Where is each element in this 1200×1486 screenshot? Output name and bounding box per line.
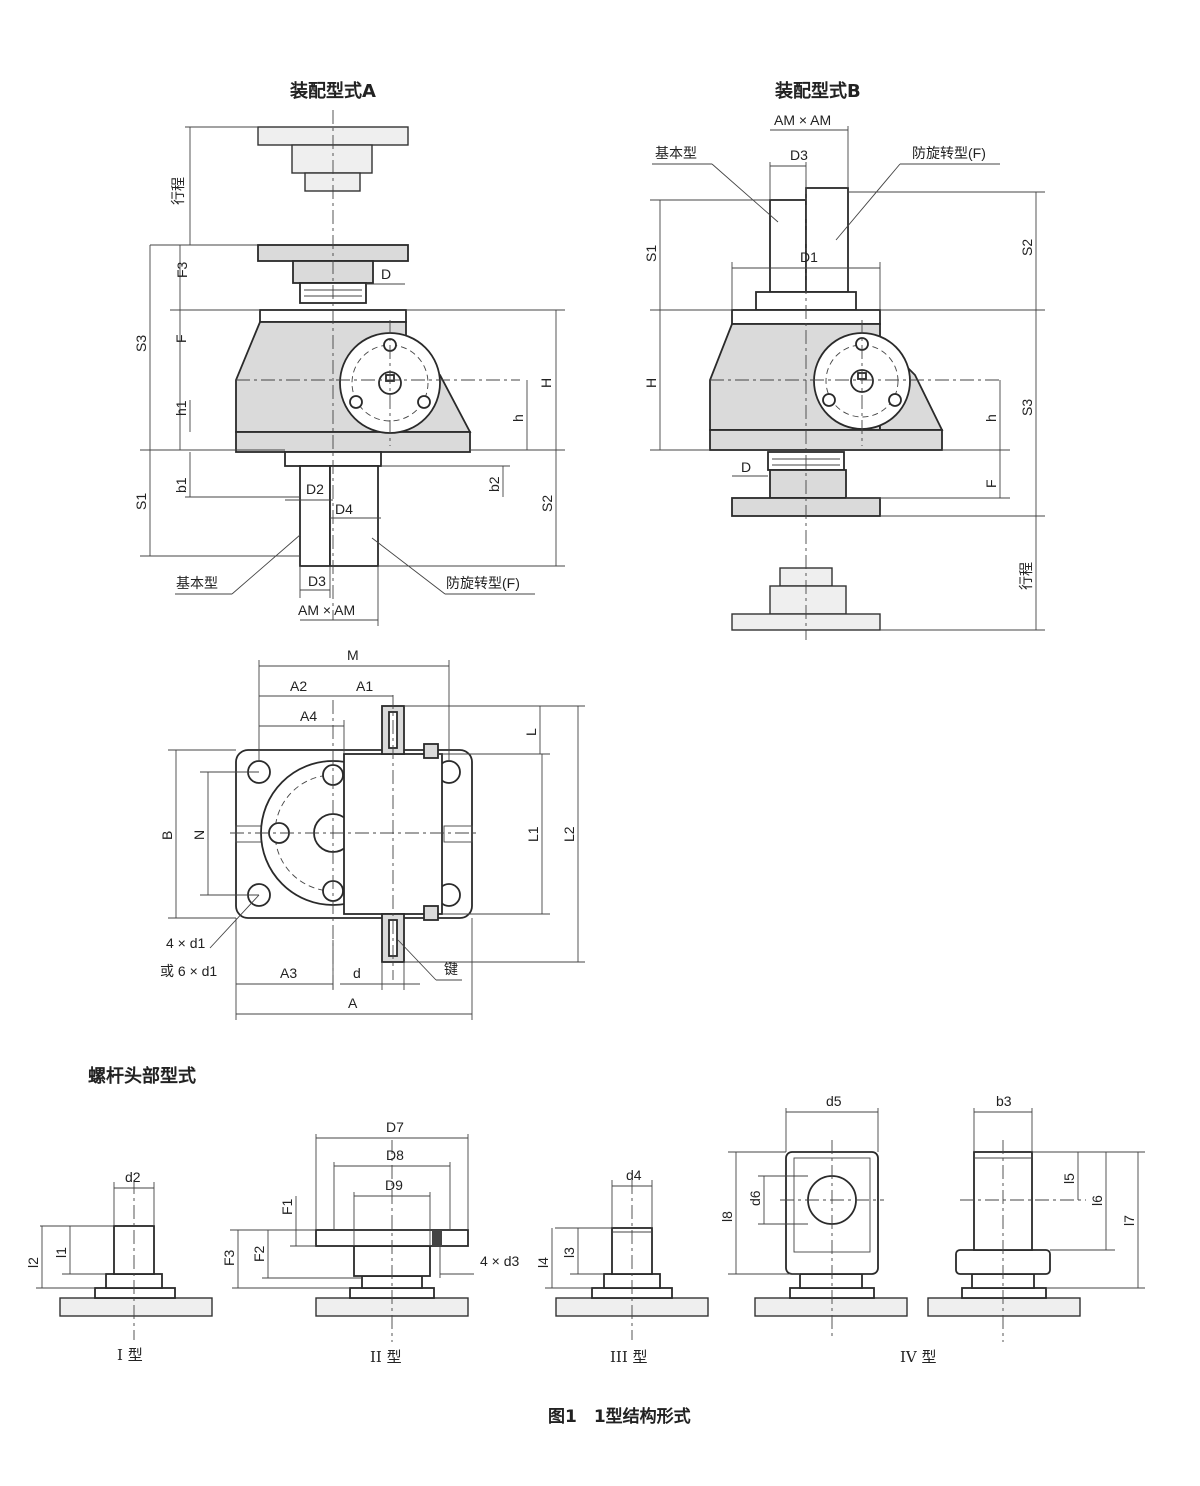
label-D8: D8 xyxy=(386,1147,404,1163)
label-l4: l4 xyxy=(535,1257,551,1268)
label-b1-a: b1 xyxy=(173,477,189,493)
label-l8: l8 xyxy=(719,1211,735,1222)
label-d2: d2 xyxy=(125,1169,141,1185)
anti-rotation-tube-b xyxy=(805,187,849,293)
label-L1: L1 xyxy=(525,826,541,842)
label-h-b: h xyxy=(983,414,999,422)
label-D4-a: D4 xyxy=(335,501,353,517)
head-type-4b: b3 l5 l6 l7 xyxy=(927,1093,1145,1342)
label-S3-b: S3 xyxy=(1019,399,1035,416)
label-F1: F1 xyxy=(279,1198,295,1215)
label-stroke-a: 行程 xyxy=(170,177,186,205)
label-type1: I 型 xyxy=(117,1346,143,1364)
label-F2: F2 xyxy=(251,1245,267,1262)
heading-screw-head-types: 螺杆头部型式 xyxy=(88,1065,196,1087)
plan-view: M A2 A1 A4 B N L L1 L2 A A3 xyxy=(159,647,585,1020)
assembly-a-view: 行程 F3 xyxy=(133,110,565,626)
label-S3-a: S3 xyxy=(133,335,149,352)
label-AMxAM-b: AM × AM xyxy=(774,112,831,128)
label-S2-b: S2 xyxy=(1019,239,1035,256)
ghost-top-neck xyxy=(291,144,373,174)
label-F3-a: F3 xyxy=(174,261,190,278)
head-type-2: D7 D8 D9 F1 F2 F3 4 × d3 II 型 xyxy=(221,1119,520,1366)
label-L2: L2 xyxy=(561,826,577,842)
label-basic-b: 基本型 xyxy=(655,145,697,161)
ghost-bottom-neck xyxy=(769,585,847,615)
label-anti-rotation-b: 防旋转型(F) xyxy=(912,145,986,161)
label-l6: l6 xyxy=(1089,1195,1105,1206)
label-d5: d5 xyxy=(826,1093,842,1109)
title-assembly-a: 装配型式A xyxy=(290,80,376,102)
label-b3: b3 xyxy=(996,1093,1012,1109)
label-F-b: F xyxy=(983,479,999,488)
label-d: d xyxy=(353,965,361,981)
label-holes-4xd1: 4 × d1 xyxy=(166,935,206,951)
label-D3-a: D3 xyxy=(308,573,326,589)
label-anti-rotation-a: 防旋转型(F) xyxy=(446,575,520,591)
label-l1: l1 xyxy=(53,1247,69,1258)
head-type-4a: d5 d6 l8 xyxy=(719,1093,908,1340)
label-l7: l7 xyxy=(1121,1215,1137,1226)
head-type-1: d2 l1 l2 I 型 xyxy=(25,1169,213,1364)
label-D1-b: D1 xyxy=(800,249,818,265)
label-A4: A4 xyxy=(300,708,317,724)
label-A2: A2 xyxy=(290,678,307,694)
label-type4: IV 型 xyxy=(900,1348,937,1366)
label-F-a: F xyxy=(173,334,189,343)
label-holes-6xd1: 或 6 × d1 xyxy=(160,963,217,979)
label-S2-a: S2 xyxy=(539,495,555,512)
assembly-b-view: D3 AM × AM 基本型 防旋转型(F) D1 S1 H xyxy=(643,112,1045,640)
label-l2: l2 xyxy=(25,1257,41,1268)
label-stroke-b: 行程 xyxy=(1018,562,1034,590)
label-F3-head: F3 xyxy=(221,1249,237,1266)
label-H-a: H xyxy=(538,378,554,388)
gearbox-base-a xyxy=(235,431,471,453)
label-S1-b: S1 xyxy=(643,245,659,262)
label-basic-a: 基本型 xyxy=(176,575,218,591)
ghost-top-collar xyxy=(304,172,361,192)
gearbox-base-b xyxy=(709,429,943,451)
label-b2-a: b2 xyxy=(486,476,502,492)
label-L: L xyxy=(523,728,539,736)
label-AMxAM-a: AM × AM xyxy=(298,602,355,618)
label-type2: II 型 xyxy=(370,1348,402,1366)
label-A3: A3 xyxy=(280,965,297,981)
head-neck-b xyxy=(769,469,847,499)
label-N: N xyxy=(191,830,207,840)
label-d4: d4 xyxy=(626,1167,642,1183)
label-h-a: h xyxy=(510,414,526,422)
label-S1-a: S1 xyxy=(133,493,149,510)
label-A: A xyxy=(348,995,358,1011)
label-M: M xyxy=(347,647,359,663)
label-h1-a: h1 xyxy=(173,400,189,416)
label-l3: l3 xyxy=(561,1247,577,1258)
anti-rotation-tube-a xyxy=(329,465,379,567)
label-D3-b: D3 xyxy=(790,147,808,163)
figure-caption: 图1 1型结构形式 xyxy=(548,1406,691,1427)
label-H-b: H xyxy=(643,378,659,388)
label-d6: d6 xyxy=(747,1190,763,1206)
head-type-3: d4 l3 l4 III 型 xyxy=(535,1167,709,1366)
title-assembly-b: 装配型式B xyxy=(775,80,861,102)
label-l5: l5 xyxy=(1061,1173,1077,1184)
basic-tube-a xyxy=(299,465,331,567)
label-A1: A1 xyxy=(356,678,373,694)
label-D-a: D xyxy=(381,266,391,282)
label-D7: D7 xyxy=(386,1119,404,1135)
label-B: B xyxy=(159,831,175,840)
label-type3: III 型 xyxy=(610,1348,648,1366)
label-D2-a: D2 xyxy=(306,481,324,497)
label-D9: D9 xyxy=(385,1177,403,1193)
label-4xd3: 4 × d3 xyxy=(480,1253,520,1269)
label-D-b: D xyxy=(741,459,751,475)
label-key: 键 xyxy=(444,961,458,977)
basic-tube-b xyxy=(769,199,807,293)
